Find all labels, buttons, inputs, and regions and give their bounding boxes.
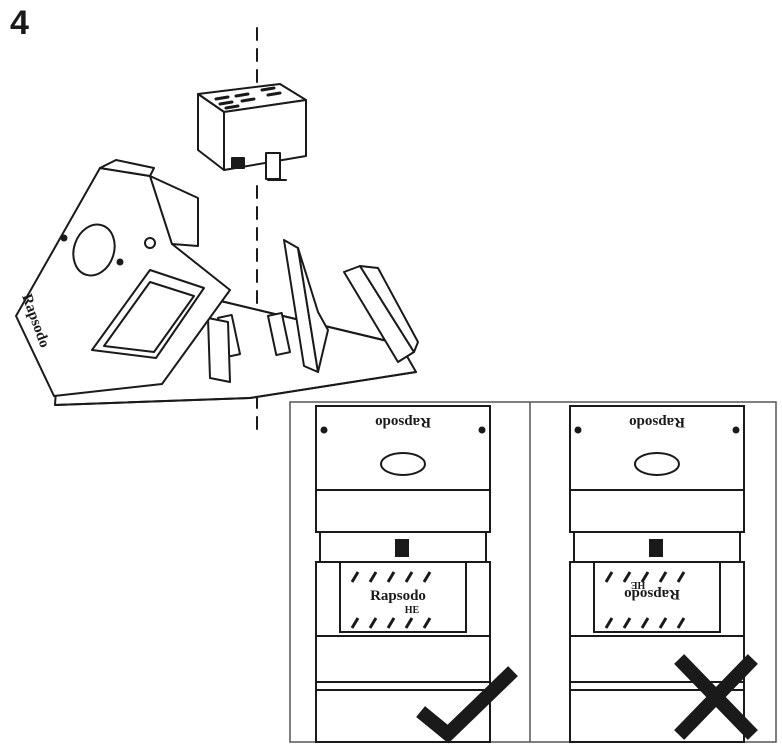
panel-incorrect-orientation: [569, 405, 745, 743]
sensor-unit: [197, 83, 307, 181]
angled-bracket: [15, 159, 231, 397]
panel-correct-unit-logo: Rapsodo: [370, 588, 426, 604]
check-icon: [416, 666, 518, 744]
panel-incorrect-logo: Rapsodo: [629, 414, 685, 430]
panel-correct-unit-badge: HE: [405, 605, 420, 616]
step-number: 4: [10, 4, 29, 42]
comparison-panels: Rapsodo Rapsodo HE: [289, 401, 777, 744]
cross-icon: [674, 654, 758, 740]
panel-incorrect-unit-logo: Rapsodo: [624, 586, 680, 602]
panel-correct-logo: Rapsodo: [375, 414, 431, 430]
panel-correct-orientation: [315, 405, 491, 743]
panel-incorrect-unit-badge: HE: [630, 579, 645, 590]
